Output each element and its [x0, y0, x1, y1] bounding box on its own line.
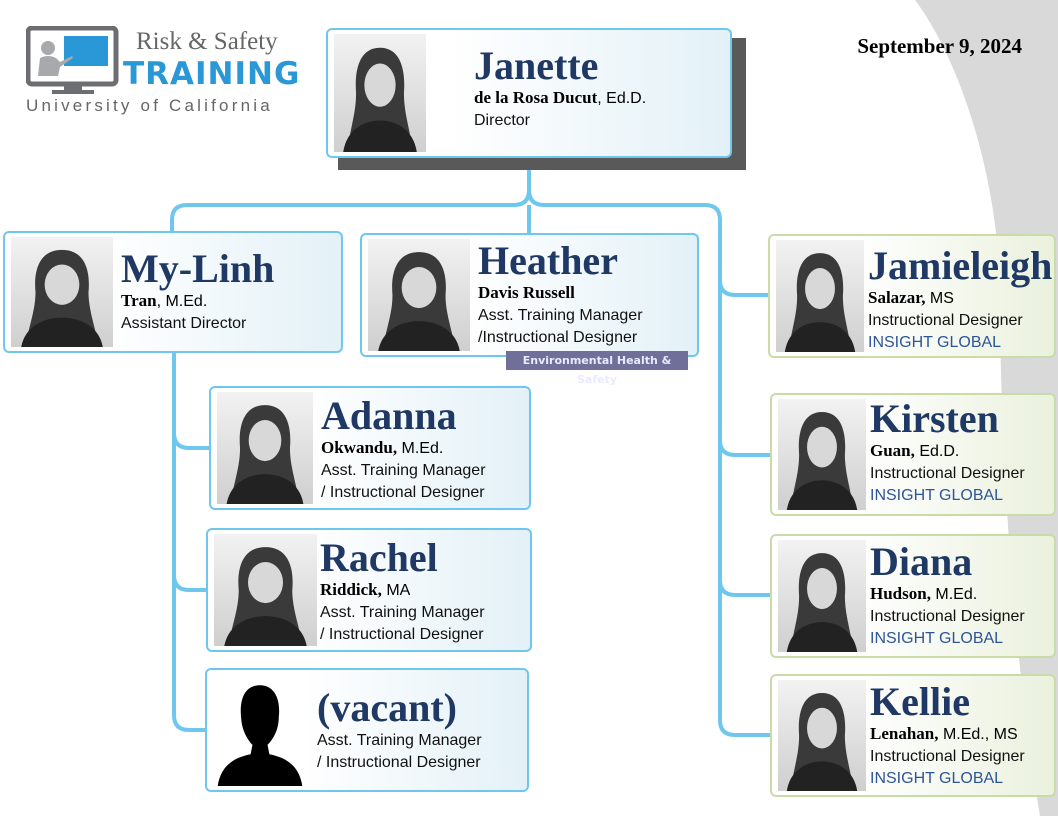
person-photo: [368, 239, 470, 351]
person-photo: [11, 237, 113, 347]
job-title: Director: [474, 112, 531, 129]
connectors: [170, 157, 770, 737]
surname: Guan,: [870, 441, 915, 460]
job-title: Asst. Training Manager: [317, 732, 482, 749]
vacant-silhouette-icon: [213, 674, 307, 786]
employer: INSIGHT GLOBAL: [870, 487, 1004, 504]
person-photo: [776, 240, 864, 352]
person-card-vacant: (vacant) Asst. Training Manager / Instruct…: [205, 668, 529, 792]
person-photo: [217, 392, 313, 504]
credentials: M.Ed., MS: [938, 726, 1018, 743]
job-title: / Instructional Designer: [317, 754, 481, 771]
job-title: Instructional Designer: [868, 312, 1023, 329]
logo: Risk & Safety TRAINING University of Cal…: [26, 26, 299, 116]
surname: de la Rosa Ducut: [474, 88, 598, 107]
surname: Salazar,: [868, 288, 926, 307]
first-name: Jamieleigh: [868, 243, 1053, 288]
credentials: Ed.D.: [914, 443, 960, 460]
first-name: Heather: [478, 238, 618, 283]
job-title: Instructional Designer: [870, 465, 1025, 482]
job-title: /Instructional Designer: [478, 329, 638, 346]
job-title: Asst. Training Manager: [321, 462, 486, 479]
credentials: MS: [925, 290, 954, 307]
first-name: Adanna: [321, 393, 457, 438]
presentation-monitor-icon: [26, 26, 119, 94]
credentials: MA: [381, 582, 411, 599]
job-title: Asst. Training Manager: [320, 604, 485, 621]
employer: INSIGHT GLOBAL: [870, 630, 1004, 647]
chart-date: September 9, 2024: [857, 34, 1022, 58]
credentials: M.Ed.: [930, 586, 978, 603]
job-title: / Instructional Designer: [321, 484, 485, 501]
job-title: / Instructional Designer: [320, 626, 484, 643]
first-name: Kellie: [870, 679, 970, 724]
logo-line2: TRAINING: [123, 56, 301, 92]
job-title: Assistant Director: [121, 315, 247, 332]
surname: Okwandu,: [321, 438, 398, 457]
person-photo: [778, 680, 866, 791]
first-name: Kirsten: [870, 396, 999, 441]
surname: Davis Russell: [478, 283, 575, 302]
logo-line1: Risk & Safety: [136, 28, 278, 55]
employer: INSIGHT GLOBAL: [868, 334, 1002, 351]
first-name: Rachel: [320, 535, 438, 580]
first-name: Janette: [474, 43, 599, 88]
first-name: My-Linh: [121, 246, 275, 291]
department-tag: Environmental Health & Safety: [506, 351, 688, 386]
surname: Riddick,: [320, 580, 382, 599]
job-title: Instructional Designer: [870, 608, 1025, 625]
surname: Lenahan,: [870, 724, 939, 743]
person-photo: [778, 399, 866, 510]
credentials: M.Ed.: [397, 440, 444, 457]
employer: INSIGHT GLOBAL: [870, 770, 1004, 787]
person-photo: [214, 534, 317, 646]
job-title: Instructional Designer: [870, 748, 1025, 765]
credentials: , Ed.D.: [597, 90, 647, 107]
logo-line3: University of California: [26, 96, 273, 115]
surname: Tran: [121, 291, 157, 310]
person-photo: [334, 34, 426, 152]
person-photo: [778, 540, 866, 652]
first-name: (vacant): [317, 685, 457, 730]
surname: Hudson,: [870, 584, 931, 603]
first-name: Diana: [870, 539, 973, 584]
job-title: Asst. Training Manager: [478, 307, 643, 324]
credentials: , M.Ed.: [156, 293, 208, 310]
